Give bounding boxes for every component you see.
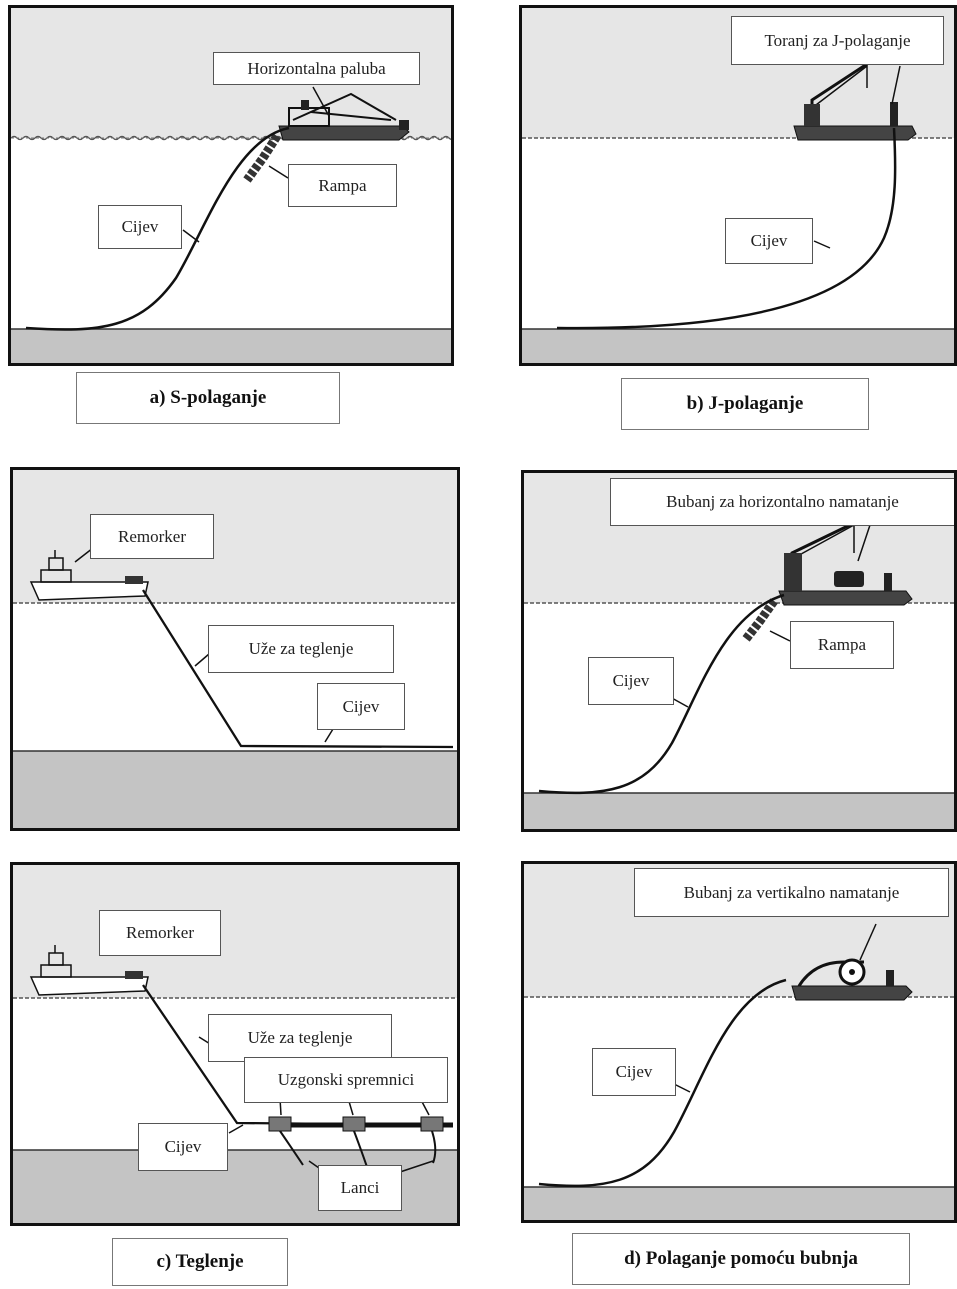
label-pipe: Cijev <box>725 218 813 264</box>
panel-horizontal-reel: Bubanj za horizontalno namatanje Rampa C… <box>521 470 957 832</box>
panel-tow-surface: Remorker Uže za teglenje Cijev <box>10 467 460 831</box>
label-ramp: Rampa <box>790 621 894 669</box>
pipe <box>25 126 290 331</box>
label-tugboat: Remorker <box>99 910 221 956</box>
label-pipe: Cijev <box>317 683 405 730</box>
reel-vessel <box>778 521 913 606</box>
tugboat <box>29 550 149 601</box>
s-lay-vessel <box>278 92 410 141</box>
stinger-ramp <box>742 598 778 642</box>
caption-j-lay: b) J-polaganje <box>621 378 869 430</box>
pipe <box>556 127 897 330</box>
pipe <box>538 978 787 1188</box>
label-pipe: Cijev <box>98 205 182 249</box>
caption-s-lay: a) S-polaganje <box>76 372 340 424</box>
label-horizontal-deck: Horizontalna paluba <box>213 52 420 85</box>
panel-vertical-reel: Bubanj za vertikalno namatanje Cijev <box>521 861 957 1223</box>
panel-s-lay: Horizontalna paluba Rampa Cijev <box>8 5 454 366</box>
j-lay-scene <box>522 8 954 363</box>
caption-reel-lay: d) Polaganje pomoću bubnja <box>572 1233 910 1285</box>
label-pipe: Cijev <box>592 1048 676 1096</box>
label-ramp: Rampa <box>288 164 397 207</box>
tugboat <box>29 945 149 996</box>
vertical-reel-scene <box>524 864 954 1220</box>
label-pipe: Cijev <box>138 1123 228 1171</box>
label-tow-rope: Uže za teglenje <box>208 625 394 673</box>
label-pipe: Cijev <box>588 657 674 705</box>
panel-j-lay: Toranj za J-polaganje Cijev <box>519 5 957 366</box>
label-vertical-reel: Bubanj za vertikalno namatanje <box>634 868 949 917</box>
j-lay-vessel <box>793 62 917 141</box>
label-chains: Lanci <box>318 1165 402 1211</box>
panel-tow-buoyancy: Remorker Uže za teglenje Uzgonski spremn… <box>10 862 460 1226</box>
label-tow-rope: Uže za teglenje <box>208 1014 392 1062</box>
reel-vessel <box>791 958 913 1001</box>
seabed <box>11 329 451 363</box>
stinger-ramp <box>243 133 281 183</box>
tow-rope-and-pipe <box>142 589 454 749</box>
label-horizontal-reel: Bubanj za horizontalno namatanje <box>610 478 954 526</box>
caption-towing: c) Teglenje <box>112 1238 288 1286</box>
pipe <box>538 593 785 795</box>
label-j-lay-tower: Toranj za J-polaganje <box>731 16 944 65</box>
label-tugboat: Remorker <box>90 514 214 559</box>
label-buoyancy-tanks: Uzgonski spremnici <box>244 1057 448 1103</box>
buoyancy-tanks <box>268 1116 444 1132</box>
